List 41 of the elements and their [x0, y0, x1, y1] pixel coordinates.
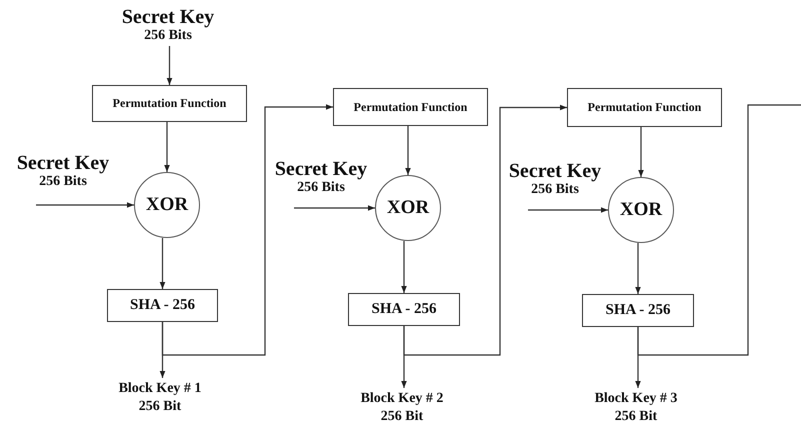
arrow — [164, 122, 170, 172]
output-label: Block Key # 2 — [360, 390, 444, 408]
input-label: Secret Key — [274, 158, 368, 180]
box-label: SHA - 256 — [130, 297, 195, 314]
arrow — [162, 104, 333, 356]
box-label: Permutation Function — [588, 100, 702, 115]
bit-size-label: 256 Bit — [380, 408, 424, 426]
arrow — [528, 207, 608, 213]
box-label: SHA - 256 — [371, 301, 436, 318]
box-label: SHA - 256 — [605, 302, 670, 319]
arrow — [294, 205, 375, 211]
arrow — [635, 243, 641, 294]
box-label: Permutation Function — [354, 100, 468, 114]
input-label: Secret Key — [122, 6, 214, 28]
output-label: Block Key # 1 — [118, 380, 202, 398]
bit-size-label: 256 Bits — [39, 174, 87, 190]
process-box — [333, 88, 488, 126]
bit-size-label: 256 Bits — [531, 182, 579, 198]
arrow — [36, 202, 134, 208]
bit-size-label: 256 Bit — [138, 398, 182, 416]
arrow — [638, 127, 644, 177]
box-label: Permutation Function — [112, 96, 226, 111]
input-label: Secret Key — [16, 152, 110, 174]
operator-label: XOR — [386, 197, 430, 219]
bit-size-label: 256 Bits — [144, 28, 192, 44]
arrow — [166, 46, 172, 85]
process-box — [567, 88, 722, 127]
process-box — [107, 289, 218, 322]
operator-label: XOR — [620, 199, 662, 221]
process-box — [348, 293, 460, 326]
bit-size-label: 256 Bit — [614, 408, 658, 426]
operator-label: XOR — [146, 194, 188, 216]
arrow — [405, 126, 411, 175]
arrow — [403, 104, 567, 356]
bit-size-label: 256 Bits — [297, 180, 345, 196]
process-box — [92, 85, 247, 122]
arrow — [160, 238, 166, 289]
process-box — [582, 294, 694, 327]
arrow — [401, 241, 407, 293]
input-label: Secret Key — [508, 160, 602, 182]
output-label: Block Key # 3 — [594, 390, 678, 408]
